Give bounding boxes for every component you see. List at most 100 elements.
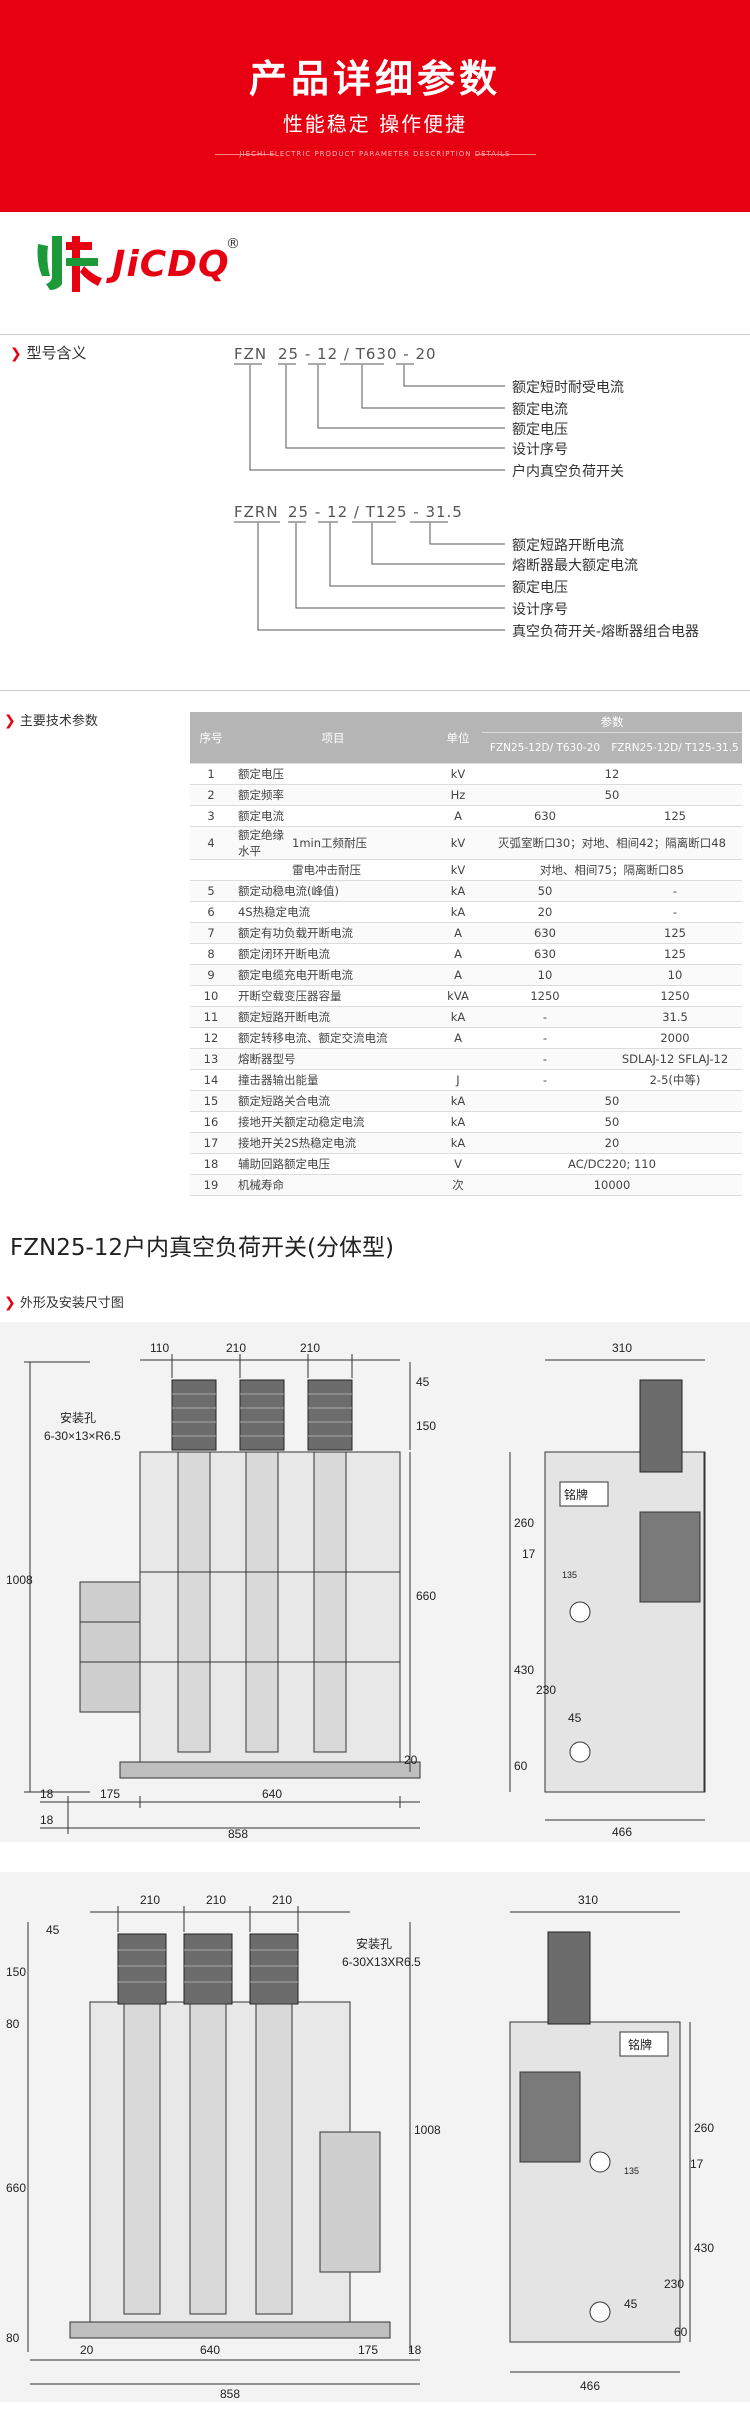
row-unit: kV	[434, 763, 482, 785]
row-item: 接地开关2S热稳定电流	[232, 1132, 434, 1154]
dim2-210a: 210	[140, 1893, 160, 1907]
row-value-1: -	[482, 1006, 608, 1028]
registered-mark: ®	[226, 236, 240, 252]
params-section-title: ❯ 主要技术参数	[4, 710, 98, 729]
dim2-80b: 80	[6, 2331, 20, 2345]
dim2-210b: 210	[206, 1893, 226, 1907]
dim-110: 110	[150, 1341, 169, 1355]
header-banner: 产品详细参数 性能稳定 操作便捷 JIECHI ELECTRIC PRODUCT…	[0, 0, 750, 212]
row-value-merged: 灭弧室断口30；对地、相间42；隔离断口48	[482, 826, 742, 860]
page-title: 产品详细参数	[248, 57, 501, 101]
row-item: 撞击器输出能量	[232, 1069, 434, 1091]
dim-210b: 210	[300, 1341, 320, 1355]
row-value-2: 2000	[608, 1027, 742, 1049]
header-index: 序号	[190, 712, 232, 764]
row-unit: kA	[434, 1111, 482, 1133]
row-value-2: 2-5(中等)	[608, 1069, 742, 1091]
row-value-1: 50	[482, 880, 608, 902]
page-subtitle: 性能稳定 操作便捷	[282, 112, 468, 136]
row-index: 1	[190, 763, 232, 785]
row-item: 额定动稳电流(峰值)	[232, 880, 434, 902]
row-unit	[434, 1048, 482, 1070]
dim-45: 45	[416, 1375, 430, 1389]
row-value-1: 630	[482, 805, 608, 827]
row-item: 额定绝缘水平	[232, 826, 286, 860]
model1-meaning-2: 额定电流	[512, 402, 568, 418]
model-section-label: 型号含义	[26, 344, 87, 362]
row-value-2: -	[608, 880, 742, 902]
row-value-merged: 10000	[482, 1174, 742, 1196]
row-item: 额定频率	[232, 784, 434, 806]
dim2-210c: 210	[272, 1893, 292, 1907]
row-item: 开断空载变压器容量	[232, 985, 434, 1007]
dim2-17: 17	[690, 2157, 704, 2171]
dimension-drawing-2: 210 210 210 45 150 80 1008 660 80 20 640…	[0, 1872, 750, 2402]
model2-meaning-3: 额定电压	[512, 580, 568, 596]
row-value-merged: AC/DC220; 110	[482, 1153, 742, 1175]
dim2-466: 466	[580, 2379, 600, 2393]
row-value-2: 125	[608, 805, 742, 827]
row-index: 3	[190, 805, 232, 827]
banner-divider-right	[476, 154, 536, 155]
row-unit: kA	[434, 1090, 482, 1112]
model1-meaning-1: 额定短时耐受电流	[512, 380, 624, 396]
row-unit: A	[434, 964, 482, 986]
dimension-section-title: ❯ 外形及安装尺寸图	[4, 1292, 124, 1311]
dim-20: 20	[404, 1753, 418, 1767]
dim-858: 858	[228, 1827, 248, 1841]
row-unit: A	[434, 922, 482, 944]
row-unit: A	[434, 1027, 482, 1049]
row-value-1: 10	[482, 964, 608, 986]
dim-18a: 18	[40, 1787, 54, 1801]
row-unit: kA	[434, 1006, 482, 1028]
header-col1: FZN25-12D/ T630-20	[482, 732, 608, 764]
dim2-430: 430	[694, 2241, 714, 2255]
row-index: 17	[190, 1132, 232, 1154]
model2-meaning-2: 熔断器最大额定电流	[512, 558, 638, 574]
row-value-1: 630	[482, 943, 608, 965]
row-index: 8	[190, 943, 232, 965]
row-unit: J	[434, 1069, 482, 1091]
section-divider-2	[0, 690, 750, 691]
header-unit: 单位	[434, 712, 482, 764]
model1-meaning-4: 设计序号	[512, 442, 568, 458]
row-index: 9	[190, 964, 232, 986]
header-col2: FZRN25-12D/ T125-31.5	[608, 732, 742, 764]
dim-175: 175	[100, 1787, 120, 1801]
row-index	[190, 859, 232, 881]
row-value-1: 630	[482, 922, 608, 944]
dim-60: 60	[514, 1759, 528, 1773]
row-item: 接地开关额定动稳定电流	[232, 1111, 434, 1133]
dim-260: 260	[514, 1516, 534, 1530]
product-title: FZN25-12户内真空负荷开关(分体型)	[10, 1235, 394, 1261]
dim2-18: 18	[408, 2343, 422, 2357]
chevron-right-icon: ❯	[10, 346, 22, 362]
install-spec: 6-30×13×R6.5	[44, 1429, 121, 1443]
dim2-310: 310	[578, 1893, 598, 1907]
dimension-drawing-1: 110 210 210 45 150 1008 660 20 18 175 64…	[0, 1322, 750, 1842]
row-subitem: 雷电冲击耐压	[286, 859, 434, 881]
header-item: 项目	[232, 712, 434, 764]
install2-spec: 6-30X13XR6.5	[342, 1955, 421, 1969]
row-value-1: -	[482, 1048, 608, 1070]
model2-code-suffix: 25 - 12 / T125 - 31.5	[288, 503, 463, 521]
dim-230: 230	[536, 1683, 556, 1697]
row-index: 18	[190, 1153, 232, 1175]
row-index: 6	[190, 901, 232, 923]
row-value-merged: 50	[482, 1111, 742, 1133]
row-value-2: 125	[608, 943, 742, 965]
dim-135: 135	[562, 1570, 577, 1580]
dim-18b: 18	[40, 1813, 54, 1827]
